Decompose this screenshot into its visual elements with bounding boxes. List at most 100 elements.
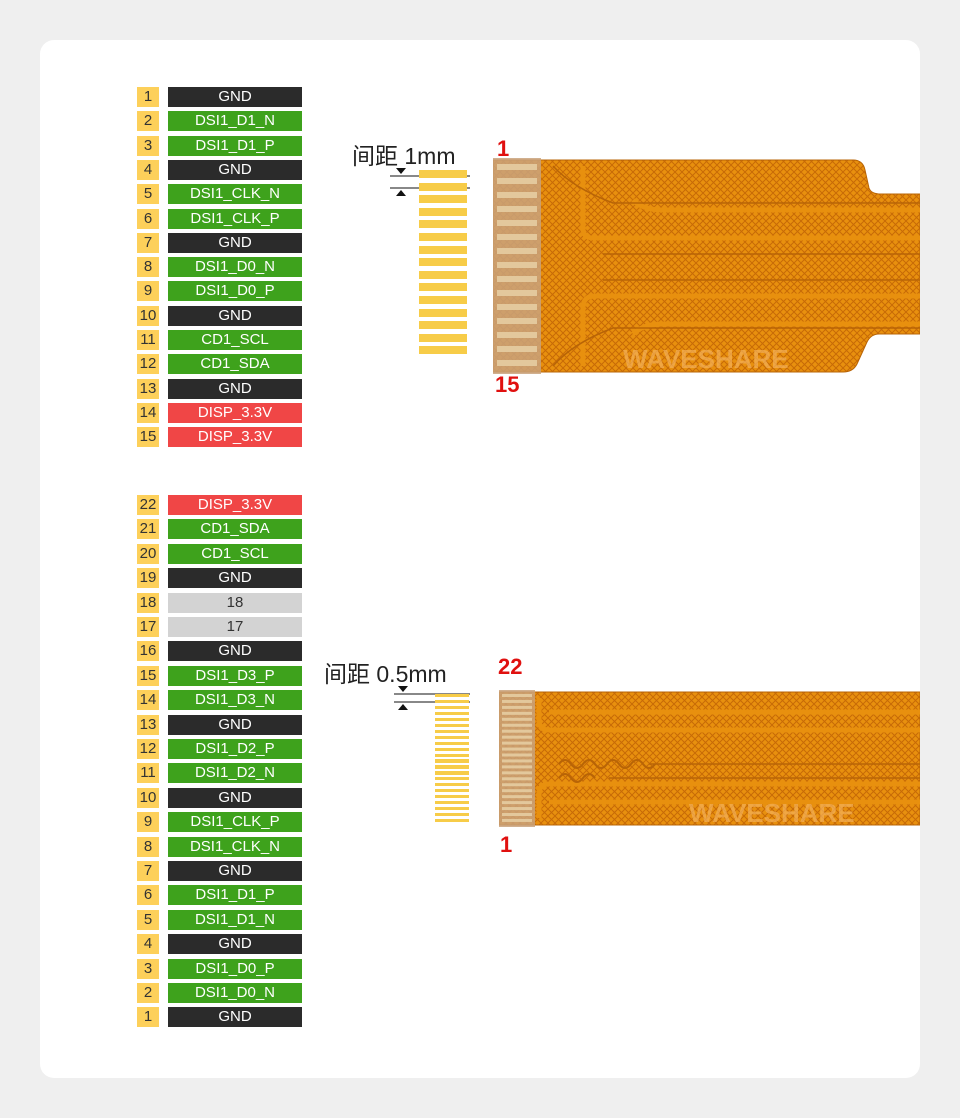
pin-signal-name: DSI1_CLK_P <box>168 812 302 833</box>
pin-number: 7 <box>137 232 159 253</box>
pin-number: 9 <box>137 281 159 302</box>
pin-number: 12 <box>137 739 159 759</box>
pin-number: 4 <box>137 934 159 955</box>
pin-signal-name: DSI1_D1_N <box>168 909 302 930</box>
pin-number: 22 <box>137 495 159 515</box>
pin-signal-name: GND <box>168 159 302 180</box>
connector-pad <box>435 735 469 739</box>
connector-pad <box>435 783 469 787</box>
pin-number: 2 <box>137 111 159 132</box>
pin-number: 14 <box>137 690 159 711</box>
cable-contact-finger <box>502 717 532 721</box>
pin-number: 13 <box>137 378 159 399</box>
pin-signal-name: DSI1_D0_N <box>168 983 302 1003</box>
pin-number: 12 <box>137 354 159 375</box>
cable-contact-finger <box>502 777 532 781</box>
pin-15-marker: 15 <box>495 372 520 397</box>
pin-number: 11 <box>137 330 159 350</box>
pin-signal-name: 18 <box>168 592 302 613</box>
pin-signal-name: GND <box>168 232 302 253</box>
connector-pad <box>435 765 469 769</box>
pin-number: 13 <box>137 714 159 735</box>
pin-signal-name: DSI1_D1_N <box>168 111 302 132</box>
pin-signal-name: DSI1_D0_N <box>168 257 302 278</box>
connector-pad <box>419 170 467 178</box>
pin-number: 17 <box>137 617 159 637</box>
pin-signal-name: DSI1_D2_N <box>168 763 302 784</box>
pin-signal-name: DSI1_D3_N <box>168 690 302 711</box>
pitch-label-1mm: 间距 1mm <box>352 143 456 169</box>
pin-number: 8 <box>137 836 159 857</box>
pin-signal-name: DSI1_D0_P <box>168 281 302 302</box>
pin-number: 15 <box>137 427 159 448</box>
pin-signal-name: DSI1_CLK_P <box>168 208 302 229</box>
cable-contact-finger <box>502 759 532 763</box>
connector-pad <box>419 308 467 317</box>
connector-pad <box>435 807 469 811</box>
cable-contact-finger <box>502 741 532 745</box>
cable-contact-finger <box>502 753 532 757</box>
pin-number: 7 <box>137 861 159 881</box>
pin-signal-name: DSI1_CLK_N <box>168 836 302 857</box>
connector-pad <box>419 296 467 304</box>
pin-number: 11 <box>137 763 159 784</box>
connector-pad <box>419 245 467 254</box>
pin-signal-name: CD1_SDA <box>168 354 302 375</box>
pin-22-marker: 22 <box>498 654 523 679</box>
pin-number: 2 <box>137 983 159 1003</box>
connector-pad <box>435 729 469 733</box>
connector-pad <box>419 233 467 241</box>
cable-contact-finger <box>502 807 532 811</box>
connector-pad <box>435 741 469 745</box>
pin-number: 8 <box>137 257 159 278</box>
connector-pad <box>435 694 469 698</box>
connector-pad <box>435 753 469 757</box>
connector-pad <box>419 195 467 204</box>
connector-pad <box>435 813 469 817</box>
pin-signal-name: DSI1_D2_P <box>168 739 302 759</box>
connector-pad <box>419 207 467 216</box>
pin-signal-name: 17 <box>168 617 302 637</box>
pin-signal-name: DISP_3.3V <box>168 402 302 423</box>
pin-signal-name: GND <box>168 568 302 589</box>
connector-pad <box>435 818 469 823</box>
pin-signal-name: DSI1_D0_P <box>168 958 302 979</box>
connector-pad <box>419 346 467 355</box>
connector-pad <box>435 705 469 710</box>
cable-contact-finger <box>502 699 532 703</box>
pin-signal-name: DSI1_D3_P <box>168 665 302 686</box>
pin-signal-name: GND <box>168 305 302 326</box>
connector-pad <box>419 258 467 267</box>
connector-pad <box>435 759 469 763</box>
pin-number: 21 <box>137 519 159 540</box>
pin-number: 1 <box>137 87 159 107</box>
cable-contact-finger <box>502 789 532 793</box>
pin-signal-name: GND <box>168 641 302 662</box>
pin-signal-name: DISP_3.3V <box>168 427 302 448</box>
pin-signal-name: GND <box>168 934 302 955</box>
connector-pad <box>419 270 467 279</box>
pin-signal-name: GND <box>168 861 302 881</box>
connector-pad <box>435 723 469 727</box>
pin-number: 20 <box>137 543 159 564</box>
pin-number: 3 <box>137 135 159 156</box>
cable-contact-finger <box>502 783 532 787</box>
pin-number: 10 <box>137 305 159 326</box>
pin-number: 16 <box>137 641 159 662</box>
cable-contact-finger <box>502 813 532 816</box>
cable-contact-finger <box>502 801 532 805</box>
pin-signal-name: GND <box>168 714 302 735</box>
pin-number: 6 <box>137 885 159 906</box>
pin-signal-name: DISP_3.3V <box>168 495 302 515</box>
pin-number: 18 <box>137 592 159 613</box>
cable-contact-finger <box>502 765 532 769</box>
cable-contact-finger <box>502 694 532 697</box>
connector-pad <box>435 795 469 799</box>
pin-signal-name: CD1_SDA <box>168 519 302 540</box>
connector-pad <box>435 717 469 721</box>
connector-pad <box>419 220 467 229</box>
pitch-label-0.5mm: 间距 0.5mm <box>324 661 447 687</box>
connector-pad <box>435 747 469 751</box>
connector-pad <box>435 711 469 716</box>
